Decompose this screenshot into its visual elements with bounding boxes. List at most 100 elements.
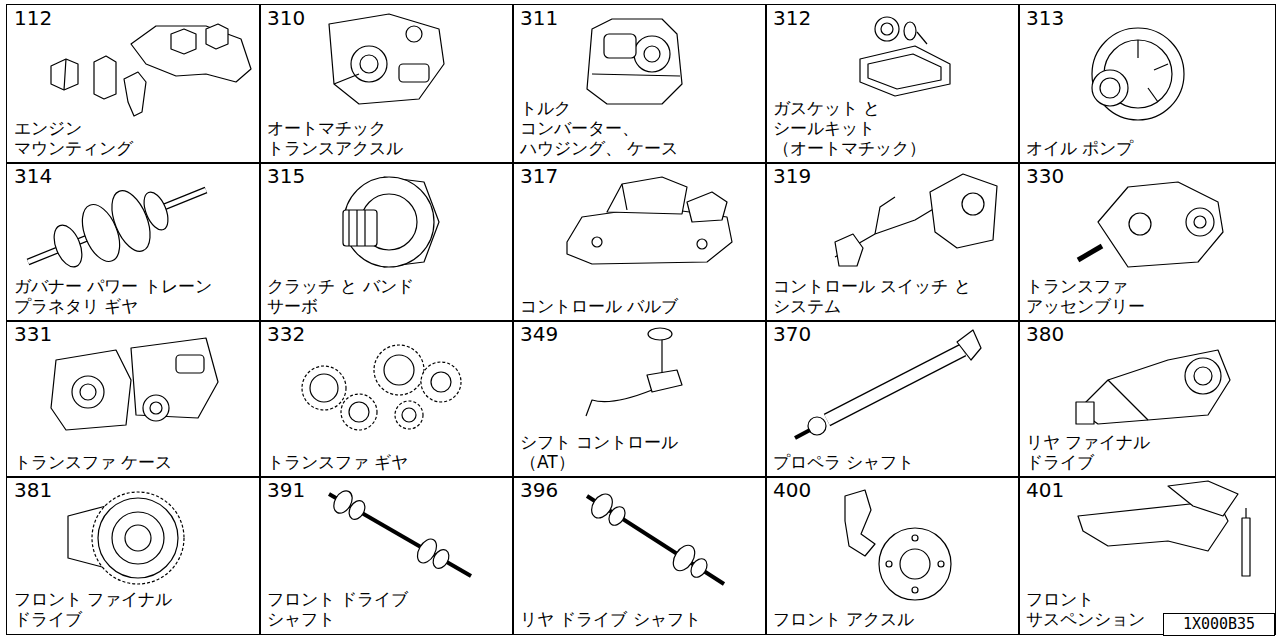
illustration-line — [351, 46, 387, 82]
section-number: 332 — [267, 323, 305, 345]
illustration-line — [697, 239, 707, 249]
illustration-line — [1148, 88, 1158, 102]
illustration-line — [904, 22, 916, 40]
illustration-line — [881, 23, 893, 35]
illustration-line — [634, 36, 670, 72]
part-group-label: トルク コンバーター、 ハウジング、 ケース — [520, 98, 690, 158]
index-cell: 380リヤ ファイナル ドライブ — [1018, 320, 1276, 478]
illustration-line — [938, 561, 944, 567]
illustration-line — [835, 234, 863, 266]
illustration-line — [1100, 78, 1120, 98]
illustration-line — [912, 535, 918, 541]
illustration-line — [648, 328, 672, 340]
illustration-line — [206, 24, 228, 49]
illustration-line — [406, 26, 422, 42]
illustration-line — [586, 390, 652, 416]
illustration-line — [125, 525, 151, 551]
illustration-line — [962, 193, 984, 215]
illustration-line — [900, 549, 930, 579]
illustration-line — [795, 430, 810, 438]
index-cell: 312ガスケット と シールキット （オートマチック） — [765, 4, 1020, 164]
illustration-line — [957, 330, 981, 360]
illustration-line — [92, 492, 184, 584]
illustration-line — [143, 395, 169, 421]
illustration-line — [171, 29, 196, 54]
illustration-line — [80, 384, 96, 400]
section-number: 381 — [14, 479, 52, 501]
illustration-line — [430, 547, 452, 571]
illustration-line — [845, 490, 875, 556]
illustration-line — [827, 350, 963, 420]
part-illustration — [860, 17, 950, 96]
illustration-line — [399, 64, 429, 82]
section-number: 310 — [267, 7, 305, 29]
part-illustration — [587, 490, 724, 584]
illustration-line — [343, 210, 377, 246]
illustration-line — [1078, 350, 1230, 424]
illustration-line — [384, 355, 414, 385]
part-illustration — [28, 185, 206, 271]
illustration-line — [1076, 402, 1094, 424]
illustration-line — [1092, 70, 1128, 106]
index-cell: 400フロント アクスル — [765, 476, 1020, 635]
illustration-line — [860, 46, 950, 96]
part-group-label: リヤ ドライブ シャフト — [520, 609, 750, 629]
section-number: 349 — [520, 323, 558, 345]
section-number: 331 — [14, 323, 52, 345]
index-cell: 314ガバナー パワー トレーン プラネタリ ギヤ — [6, 162, 261, 322]
index-cell: 310 オートマチック トランスアクスル — [259, 4, 514, 164]
part-group-label: オートマチック トランスアクスル — [267, 118, 406, 158]
illustration-line — [139, 189, 173, 234]
illustration-line — [912, 587, 918, 593]
part-illustration — [1092, 28, 1184, 120]
section-number: 396 — [520, 479, 558, 501]
index-cell: 396 リヤ ドライブ シャフト — [512, 476, 767, 635]
index-cell: 370プロペラ シャフト — [765, 320, 1020, 478]
illustration-line — [1168, 481, 1238, 516]
illustration-line — [349, 402, 369, 422]
illustration-line — [395, 401, 423, 429]
illustration-line — [606, 504, 629, 528]
illustration-line — [688, 556, 711, 580]
illustration-line — [302, 366, 346, 410]
illustration-line — [808, 417, 826, 435]
index-cell: 381フロント ファイナル ドライブ — [6, 476, 261, 635]
part-illustration — [1076, 350, 1230, 424]
illustration-line — [431, 372, 451, 392]
section-number: 380 — [1026, 323, 1064, 345]
index-cell: 349シフト コントロール （AT） — [512, 320, 767, 478]
illustration-line — [329, 14, 444, 104]
illustration-line — [124, 72, 146, 116]
illustration-line — [1078, 246, 1102, 260]
section-number: 312 — [773, 7, 811, 29]
part-group-label: コントロール バルブ — [520, 296, 750, 316]
illustration-line — [344, 177, 434, 267]
part-group-label: フロント ドライブ シャフト — [267, 589, 420, 629]
illustration-line — [150, 402, 162, 414]
part-group-label: クラッチ と バンド サーボ — [267, 276, 429, 316]
section-number: 313 — [1026, 7, 1064, 29]
part-group-label: プロペラ シャフト — [773, 452, 1003, 472]
illustration-line — [868, 54, 941, 89]
index-cell: 391フロント ドライブ シャフト — [259, 476, 514, 635]
illustration-line — [647, 370, 682, 392]
illustration-line — [827, 350, 963, 420]
illustration-line — [346, 498, 368, 522]
index-cell: 311トルク コンバーター、 ハウジング、 ケース — [512, 4, 767, 164]
part-illustration — [329, 488, 471, 576]
index-cell: 315クラッチ と バンド サーボ — [259, 162, 514, 322]
index-cell: 401フロント サスペンション — [1018, 476, 1276, 635]
illustration-line — [341, 394, 377, 430]
illustration-line — [604, 34, 636, 58]
part-group-label: トランスファ アッセンブリー — [1026, 276, 1162, 316]
illustration-line — [421, 362, 461, 402]
illustration-line — [49, 221, 88, 271]
index-cell: 319コントロール スイッチ と システム — [765, 162, 1020, 322]
illustration-line — [886, 561, 892, 567]
illustration-line — [592, 237, 602, 247]
part-group-label: フロント アクスル — [773, 609, 1003, 629]
illustration-line — [622, 184, 627, 210]
part-illustration — [68, 492, 184, 584]
illustration-line — [607, 177, 687, 214]
